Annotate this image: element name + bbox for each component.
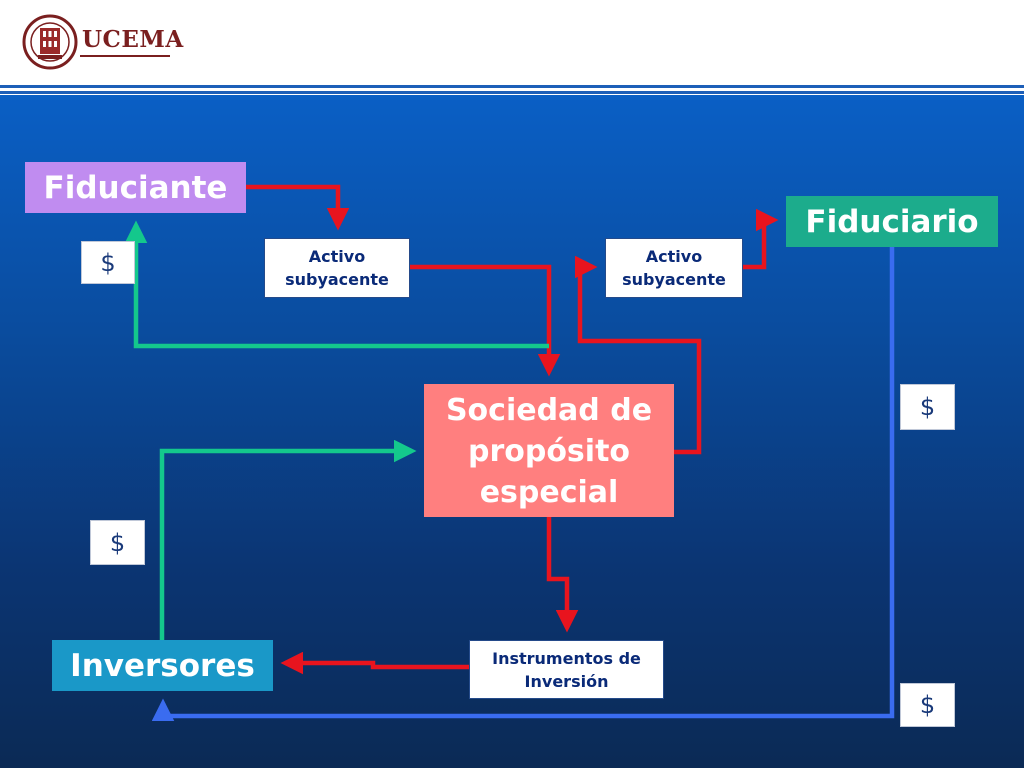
- dollar-box-fiduciario: $: [900, 384, 955, 430]
- arrow-fiduciario-to-inversores: [151, 247, 895, 721]
- arrow-activo-to-fiduciario: [743, 208, 779, 270]
- arrow-spe-to-fiduciante: [124, 220, 549, 349]
- activo-right-line1: Activo: [645, 247, 703, 266]
- fiduciario-node: Fiduciario: [786, 196, 998, 247]
- spe-label-line1: Sociedad de: [445, 393, 653, 428]
- activo-right-line2: subyacente: [622, 270, 726, 289]
- arrow-inversores-to-spe: [159, 439, 417, 640]
- activo-subyacente-left-node: Activo subyacente: [264, 238, 410, 298]
- instrumentos-line1: Instrumentos de: [492, 648, 641, 668]
- inversores-node: Inversores: [52, 640, 273, 691]
- dollar-box-fiduciante: $: [81, 241, 135, 284]
- dollar-box-bottom: $: [900, 683, 955, 727]
- activo-left-line1: Activo: [308, 247, 366, 266]
- arrow-spe-to-activo: [575, 255, 702, 455]
- instrumentos-inversion-node: Instrumentos de Inversión: [469, 640, 664, 699]
- dollar-box-inversores: $: [90, 520, 145, 565]
- arrow-instrumentos-to-inversores: [280, 651, 469, 675]
- activo-subyacente-right-node: Activo subyacente: [605, 238, 743, 298]
- spe-label-line2: propósito: [467, 434, 631, 469]
- activo-left-line2: subyacente: [285, 270, 389, 289]
- spe-node: Sociedad de propósito especial: [424, 384, 674, 517]
- arrow-spe-to-instrumentos: [546, 517, 579, 633]
- header-stripe-gap: [0, 89, 1024, 91]
- header-stripe: [0, 91, 1024, 94]
- ucema-seal-icon: [22, 14, 78, 70]
- logo-rule: [80, 55, 170, 57]
- fiduciante-node: Fiduciante: [25, 162, 246, 213]
- header-stripe: [0, 85, 1024, 88]
- arrow-fiduciante-to-activo: [246, 184, 350, 231]
- spe-label-line3: especial: [479, 475, 619, 510]
- ucema-logo-text: UCEMA: [82, 26, 184, 53]
- instrumentos-line2: Inversión: [524, 671, 609, 691]
- slide-header: UCEMA: [0, 0, 1024, 84]
- arrow-activo-to-spe: [410, 264, 561, 377]
